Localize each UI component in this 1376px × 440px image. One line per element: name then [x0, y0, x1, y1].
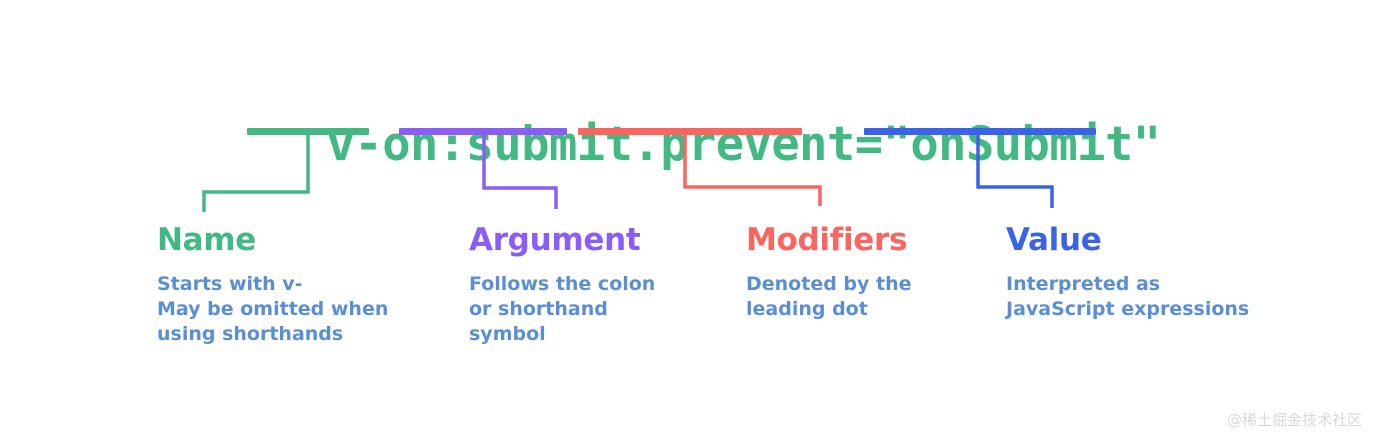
desc-line: Follows the colon [469, 273, 656, 295]
desc-line: or shorthand [469, 298, 608, 320]
underline-bar-argument [399, 128, 567, 135]
group-argument: Argument Follows the colon or shorthand … [469, 222, 655, 347]
group-desc-name: Starts with v- May be omitted when using… [157, 258, 388, 347]
group-desc-argument: Follows the colon or shorthand symbol [469, 258, 655, 347]
underline-bar-value [864, 128, 1096, 135]
group-title-argument: Argument [469, 222, 641, 258]
group-title-name: Name [157, 222, 256, 258]
code-segment-modifiers: .prevent [632, 117, 855, 172]
desc-line: symbol [469, 323, 546, 345]
group-title-value: Value [1006, 222, 1102, 258]
group-desc-modifiers: Denoted by the leading dot [746, 258, 912, 322]
underline-bar-modifiers [578, 128, 802, 135]
group-name: Name Starts with v- May be omitted when … [157, 222, 388, 347]
code-segment-value: ="onSubmit" [854, 117, 1161, 172]
group-desc-value: Interpreted as JavaScript expressions [1006, 258, 1249, 322]
desc-line: Interpreted as [1006, 273, 1161, 295]
desc-line: leading dot [746, 298, 868, 320]
code-segment-name: v-on [326, 117, 439, 172]
code-expression: v-on:submit.prevent="onSubmit" [0, 62, 1376, 227]
code-segment-argument: :submit [437, 117, 633, 172]
group-modifiers: Modifiers Denoted by the leading dot [746, 222, 912, 322]
desc-line: Starts with v- [157, 273, 303, 295]
desc-line: JavaScript expressions [1006, 298, 1250, 320]
watermark: @稀土掘金技术社区 [1226, 411, 1362, 429]
desc-line: Denoted by the [746, 273, 912, 295]
group-title-modifiers: Modifiers [746, 222, 908, 258]
underline-bar-name [247, 128, 369, 135]
desc-line: using shorthands [157, 323, 344, 345]
desc-line: May be omitted when [157, 298, 389, 320]
group-value: Value Interpreted as JavaScript expressi… [1006, 222, 1249, 322]
